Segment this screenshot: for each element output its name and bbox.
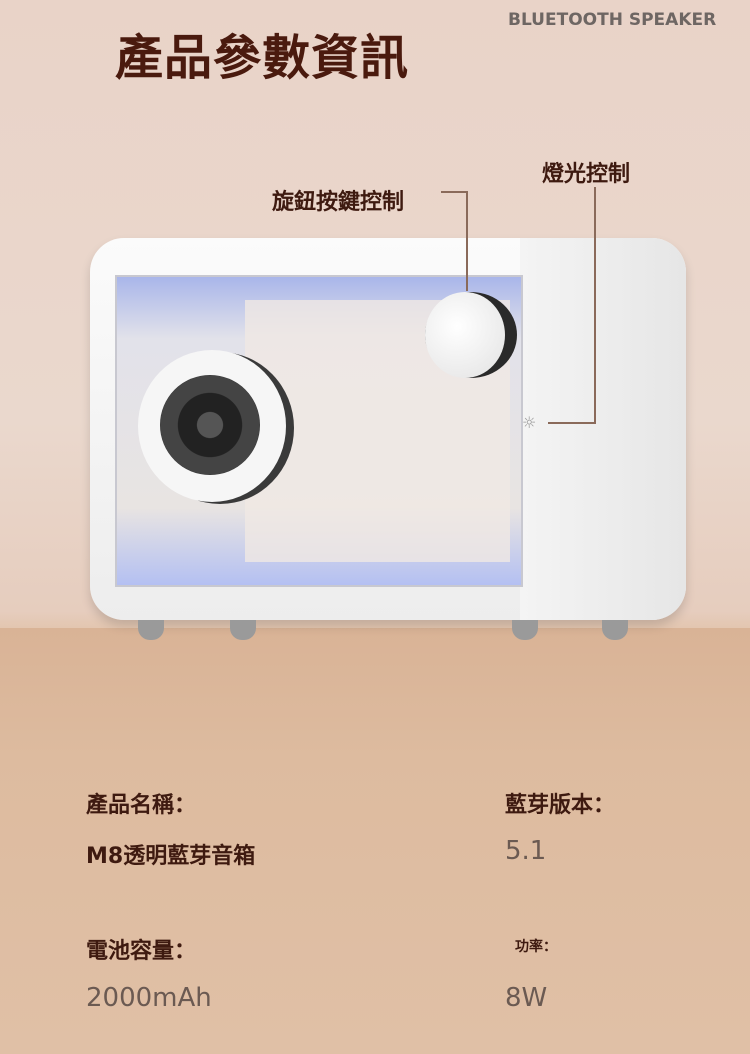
spec-value-battery: 2000mAh — [86, 983, 212, 1013]
speaker-side — [520, 238, 686, 620]
floor-background — [0, 628, 750, 1054]
callout-knob-control: 旋鈕按鍵控制 — [272, 190, 405, 215]
page-subtitle: BLUETOOTH SPEAKER — [508, 10, 717, 30]
spec-value-power: 8W — [505, 983, 548, 1013]
callout-line — [466, 191, 468, 291]
speaker-driver — [160, 375, 260, 475]
speaker-foot — [230, 620, 256, 640]
control-knob — [425, 292, 505, 378]
lightbulb-icon: ☼ — [522, 413, 537, 432]
speaker-foot — [138, 620, 164, 640]
speaker-foot — [512, 620, 538, 640]
spec-label-power: 功率： — [515, 939, 557, 955]
spec-label-battery: 電池容量： — [86, 939, 197, 964]
callout-line — [594, 187, 596, 424]
callout-line — [548, 422, 596, 424]
spec-value-bluetooth-version: 5.1 — [505, 836, 547, 866]
callout-light-control: 燈光控制 — [542, 162, 631, 187]
callout-line — [441, 191, 468, 193]
page-title: 產品參數資訊 — [115, 30, 410, 86]
spec-label-product-name: 產品名稱： — [86, 793, 197, 818]
spec-value-product-name: M8透明藍芽音箱 — [86, 844, 256, 869]
spec-label-bluetooth-version: 藍芽版本： — [505, 793, 616, 818]
speaker-foot — [602, 620, 628, 640]
